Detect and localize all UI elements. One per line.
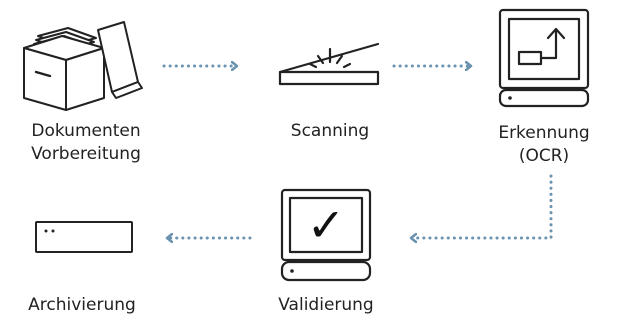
- step-label-recognition-line1: Erkennung: [498, 123, 590, 143]
- step-label-recognition-line2: (OCR): [518, 146, 570, 166]
- computer-monitor-icon: [498, 8, 590, 108]
- arrow-ocr-to-validate: [412, 174, 553, 238]
- step-label-validation: Validierung: [278, 295, 374, 315]
- storage-drive-icon: [35, 221, 133, 253]
- step-label-preparation-line1: Dokumenten: [31, 121, 141, 141]
- step-label-preparation-line2: Vorbereitung: [31, 144, 141, 164]
- step-label-recognition: Erkennung (OCR): [474, 122, 614, 168]
- scanner-icon: [278, 42, 380, 86]
- step-label-archiving: Archivierung: [28, 295, 136, 315]
- step-label-preparation: Dokumenten Vorbereitung: [6, 120, 166, 166]
- step-label-scanning: Scanning: [290, 121, 370, 141]
- checkmark-glyph: ✓: [306, 198, 346, 252]
- file-box-icon: [23, 21, 143, 111]
- checkmark-monitor-icon: [280, 188, 372, 282]
